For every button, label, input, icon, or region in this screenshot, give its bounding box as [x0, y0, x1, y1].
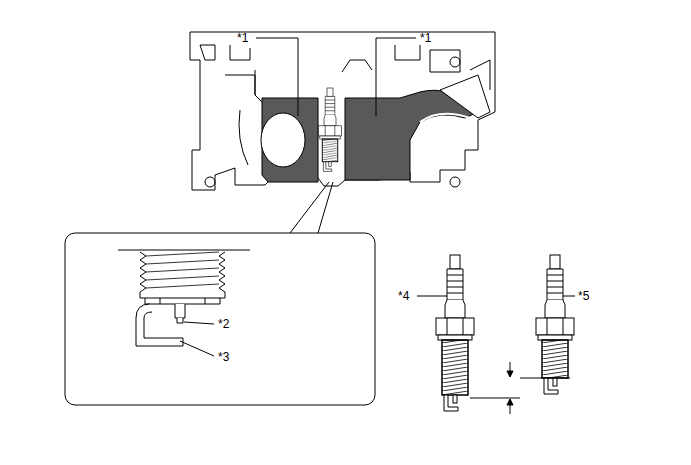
callout-number: *2: [218, 317, 229, 331]
callout-number: *1: [420, 31, 431, 45]
callout-number: *5: [578, 289, 589, 303]
callout-number: *3: [218, 350, 229, 364]
callout-number: *1: [237, 31, 248, 45]
callout-number: *4: [398, 289, 409, 303]
